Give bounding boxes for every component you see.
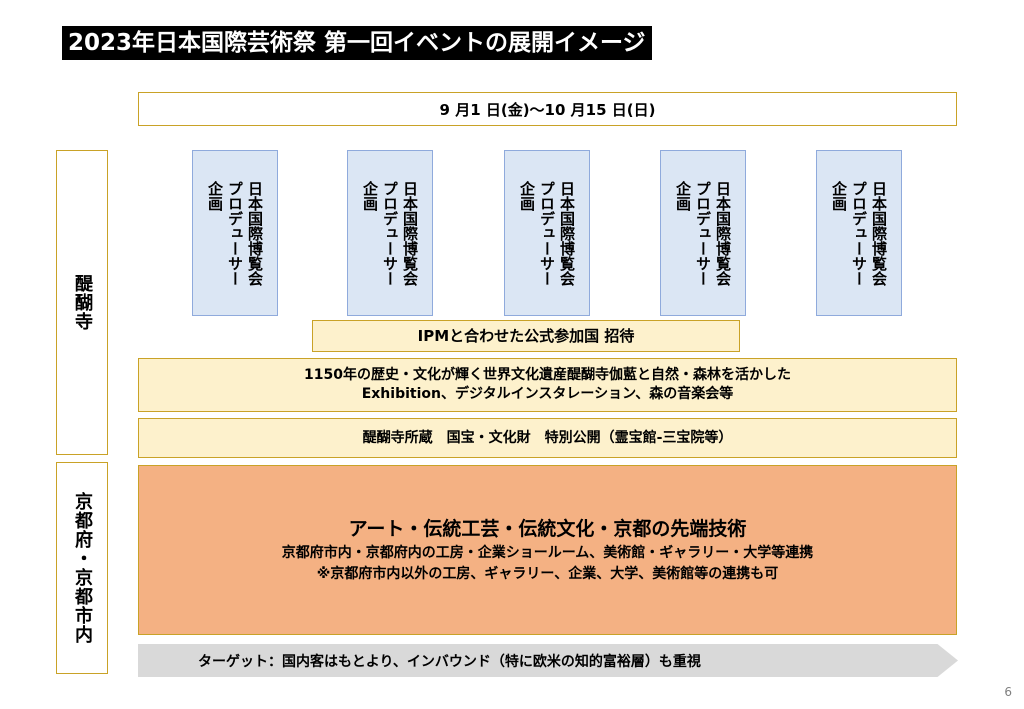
target-text: ターゲット：国内客はもとより、インバウンド（特に欧米の知的富裕層）も重視 [198, 653, 701, 670]
kyoto-line-3: ※京都府市内以外の工房、ギャラリー、企業、大学、美術館等の連携も可 [316, 566, 779, 582]
producer-box-2: 日本国際博覧会 プロデューサー 企画 [347, 150, 433, 316]
page-title: 2023年日本国際芸術祭 第一回イベントの展開イメージ [62, 26, 652, 60]
producer-box-1: 日本国際博覧会 プロデューサー 企画 [192, 150, 278, 316]
ipm-invitation-box: IPMと合わせた公式参加国 招待 [312, 320, 740, 352]
kyoto-line-2: 京都府市内・京都府内の工房・企業ショールーム、美術館・ギャラリー・大学等連携 [281, 545, 814, 561]
treasure-text: 醍醐寺所蔵 国宝・文化財 特別公開（霊宝館-三宝院等） [362, 429, 733, 446]
heritage-exhibition-box: 1150年の歴史・文化が輝く世界文化遺産醍醐寺伽藍と自然・森林を活かした Exh… [138, 358, 957, 412]
producer-text: 日本国際博覧会 プロデューサー 企画 [361, 180, 419, 286]
producer-box-5: 日本国際博覧会 プロデューサー 企画 [816, 150, 902, 316]
kyoto-collaboration-box: アート・伝統工芸・伝統文化・京都の先端技術 京都府市内・京都府内の工房・企業ショ… [138, 465, 957, 635]
page-number: 6 [1004, 685, 1012, 699]
heritage-line-1: 1150年の歴史・文化が輝く世界文化遺産醍醐寺伽藍と自然・森林を活かした [304, 367, 791, 383]
producer-box-4: 日本国際博覧会 プロデューサー 企画 [660, 150, 746, 316]
heritage-line-2: Exhibition、デジタルインスタレーション、森の音楽会等 [361, 386, 734, 402]
event-period-bar: 9 月1 日(金)～10 月15 日(日) [138, 92, 957, 126]
producer-box-3: 日本国際博覧会 プロデューサー 企画 [504, 150, 590, 316]
producer-text: 日本国際博覧会 プロデューサー 企画 [518, 180, 576, 286]
ipm-invitation-text: IPMと合わせた公式参加国 招待 [417, 326, 635, 345]
producer-text: 日本国際博覧会 プロデューサー 企画 [674, 180, 732, 286]
producer-text: 日本国際博覧会 プロデューサー 企画 [206, 180, 264, 286]
daigoji-label: 醍醐寺 [56, 150, 108, 455]
producer-text: 日本国際博覧会 プロデューサー 企画 [830, 180, 888, 286]
kyoto-label: 京都府・京都市内 [56, 462, 108, 674]
kyoto-line-1: アート・伝統工芸・伝統文化・京都の先端技術 [348, 518, 747, 540]
kyoto-label-text: 京都府・京都市内 [72, 492, 93, 644]
daigoji-label-text: 醍醐寺 [72, 274, 93, 331]
target-arrow: ターゲット：国内客はもとより、インバウンド（特に欧米の知的富裕層）も重視 [138, 644, 958, 677]
treasure-exhibit-box: 醍醐寺所蔵 国宝・文化財 特別公開（霊宝館-三宝院等） [138, 418, 957, 458]
